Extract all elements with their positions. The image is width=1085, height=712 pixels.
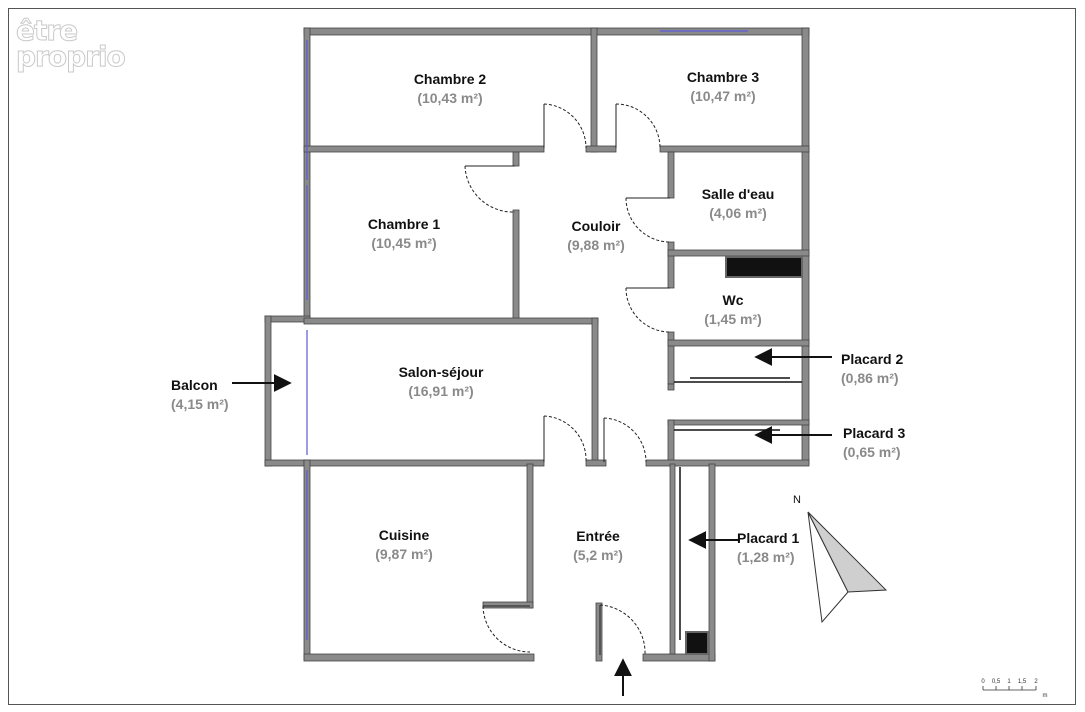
- wall-ch2-ch3: [590, 27, 598, 153]
- room-wc: Wc (1,45 m²): [678, 292, 788, 327]
- wall-door-jamb: [595, 602, 603, 662]
- duct-fixture: [685, 631, 709, 655]
- scale-unit: m: [1043, 693, 1048, 699]
- room-name: Placard 2: [841, 351, 904, 367]
- room-chambre2: Chambre 2 (10,43 m²): [395, 71, 505, 106]
- room-balcon: Balcon (4,15 m²): [171, 377, 261, 412]
- room-cuisine: Cuisine (9,87 m²): [349, 527, 459, 562]
- scale-tick-05: 0,5: [992, 679, 1001, 685]
- door-salon-2: [603, 417, 647, 463]
- page-frame: [8, 8, 1076, 705]
- wall-placard3-left: [667, 419, 675, 465]
- room-area: (10,45 m²): [371, 235, 437, 251]
- compass-north-label: N: [793, 494, 801, 506]
- door-salon-1: [543, 415, 587, 463]
- wall-ch1-right: [512, 209, 520, 324]
- wall-cuisine-stub: [482, 601, 534, 609]
- wall-salon-right: [591, 317, 599, 465]
- wall-cuisine-entree: [526, 463, 534, 609]
- placard-lines: [674, 377, 802, 640]
- wall-wc-left-top: [667, 241, 675, 289]
- room-area: (0,65 m²): [843, 444, 901, 460]
- wall-ch3-bottom: [659, 145, 810, 153]
- scale-tick-2: 2: [1034, 679, 1038, 685]
- room-area: (9,88 m²): [567, 237, 625, 253]
- logo-line-1: être: [16, 14, 79, 47]
- door-chambre3: [615, 103, 661, 149]
- room-name: Balcon: [171, 377, 218, 393]
- room-name: Salle d'eau: [701, 186, 775, 202]
- room-area: (1,28 m²): [737, 549, 795, 565]
- doors: [464, 103, 671, 656]
- wall-ch2-bottom-left: [303, 145, 545, 153]
- room-area: (1,45 m²): [704, 311, 762, 327]
- walls: [264, 27, 810, 662]
- room-name: Wc: [722, 292, 744, 308]
- room-area: (10,43 m²): [417, 90, 483, 106]
- scale-tick-1: 1: [1007, 679, 1011, 685]
- scale-tick-labels: 0 0,5 1 1,5 2 m: [981, 679, 1047, 699]
- door-chambre2: [543, 103, 587, 149]
- room-area: (4,15 m²): [171, 396, 229, 412]
- scale-tick-0: 0: [981, 679, 985, 685]
- room-placard3: Placard 3 (0,65 m²): [843, 425, 953, 460]
- wall-wc-bottom: [667, 339, 810, 347]
- room-placard1: Placard 1 (1,28 m²): [737, 530, 847, 565]
- wall-placard2-corner: [667, 383, 675, 391]
- room-chambre3: Chambre 3 (10,47 m²): [668, 69, 778, 104]
- room-area: (9,87 m²): [375, 546, 433, 562]
- wall-balcon-left: [264, 315, 272, 467]
- room-area: (0,86 m²): [841, 370, 899, 386]
- pointer-arrows: [232, 348, 832, 696]
- wall-placard3-top: [667, 419, 810, 426]
- room-name: Chambre 2: [413, 71, 487, 87]
- room-name: Cuisine: [378, 527, 430, 543]
- room-placard2: Placard 2 (0,86 m²): [841, 351, 951, 386]
- wall-ch1-right-top: [512, 151, 520, 167]
- wall-right-upper: [801, 27, 810, 465]
- wall-balcon-bottom: [264, 459, 311, 467]
- room-name: Salon-séjour: [398, 364, 484, 380]
- wall-balcon-top: [264, 315, 311, 323]
- logo-line-2: proprio: [16, 40, 127, 73]
- wall-placard1-right: [708, 463, 716, 662]
- room-chambre1: Chambre 1 (10,45 m²): [349, 216, 459, 251]
- door-cuisine: [482, 605, 531, 653]
- wall-bottom-right: [642, 653, 716, 662]
- scale-bar: [982, 686, 1037, 691]
- door-wc: [625, 287, 671, 333]
- room-salon-sejour: Salon-séjour (16,91 m²): [376, 364, 506, 399]
- shower-fixture: [725, 256, 803, 278]
- room-name: Placard 1: [737, 530, 800, 546]
- room-name: Couloir: [571, 218, 621, 234]
- wall-bottom-left: [303, 653, 535, 662]
- wall-ch2-bottom-right: [585, 145, 617, 153]
- wall-salon-top: [303, 317, 599, 325]
- room-name: Chambre 3: [686, 69, 760, 85]
- wall-salon-bottom-left: [303, 459, 545, 467]
- room-area: (10,47 m²): [690, 88, 756, 104]
- logo: être proprio: [16, 14, 127, 73]
- room-salle-deau: Salle d'eau (4,06 m²): [683, 186, 793, 221]
- room-name: Chambre 1: [367, 216, 441, 232]
- wall-sde-left-top: [667, 151, 675, 199]
- windows: [306, 30, 748, 640]
- room-entree: Entrée (5,2 m²): [543, 528, 653, 563]
- wall-salon-bottom-mid: [585, 459, 607, 467]
- room-name: Entrée: [576, 528, 620, 544]
- scale-tick-15: 1,5: [1018, 679, 1027, 685]
- door-entree: [599, 604, 646, 656]
- door-salle-deau: [625, 197, 671, 243]
- compass: [807, 511, 888, 624]
- room-area: (4,06 m²): [709, 205, 767, 221]
- wall-entree-right: [669, 463, 676, 655]
- room-name: Placard 3: [843, 425, 906, 441]
- room-area: (5,2 m²): [573, 547, 623, 563]
- wall-salon-bottom-right: [645, 459, 810, 467]
- room-couloir: Couloir (9,88 m²): [541, 218, 651, 253]
- door-chambre1: [464, 165, 516, 213]
- wall-sde-bottom: [667, 249, 810, 257]
- room-area: (16,91 m²): [408, 383, 474, 399]
